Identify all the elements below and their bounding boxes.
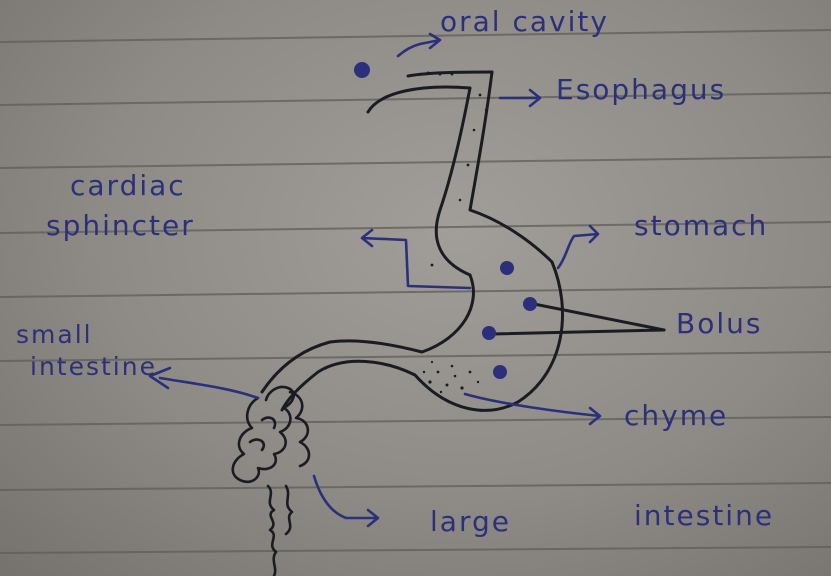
- large-intestine-tail: [268, 486, 292, 576]
- stomach-greater-curve: [282, 262, 563, 410]
- bolus-dot-1: [500, 261, 514, 275]
- small-intestine-coils: [233, 387, 294, 482]
- esophagus-wall-left: [436, 88, 470, 275]
- label-sphincter: sphincter: [46, 212, 195, 240]
- label-intestine-small: intestine: [30, 354, 157, 379]
- bolus-pointer-2: [492, 330, 664, 334]
- label-esophagus: Esophagus: [556, 76, 726, 104]
- label-cardiac: cardiac: [70, 172, 186, 200]
- esophagus-wall-right: [470, 72, 552, 262]
- bolus-dot-3: [482, 326, 496, 340]
- arrow-large-intestine: [314, 476, 378, 526]
- tongue-outline: [408, 72, 492, 76]
- ruled-lines: [0, 30, 831, 553]
- arrow-stomach: [558, 226, 598, 268]
- chyme-speckles: [423, 72, 487, 394]
- arrow-cardiac-sphincter: [362, 230, 470, 288]
- label-small: small: [16, 322, 93, 347]
- small-intestine-coils-b: [290, 392, 309, 466]
- oral-cavity-dot: [354, 62, 370, 78]
- label-stomach: stomach: [634, 212, 768, 240]
- label-oral-cavity: oral cavity: [440, 8, 609, 36]
- label-bolus: Bolus: [676, 310, 762, 338]
- bolus-dot-4: [493, 365, 507, 379]
- bolus-dot-2: [523, 297, 537, 311]
- bolus-pointer-1: [534, 304, 664, 330]
- arrow-esophagus: [500, 90, 540, 106]
- label-chyme: chyme: [624, 402, 728, 430]
- label-large: large: [430, 508, 511, 536]
- label-intestine-large: intestine: [634, 502, 774, 530]
- arrow-oral-cavity: [398, 34, 440, 56]
- arrow-small-intestine: [150, 368, 258, 398]
